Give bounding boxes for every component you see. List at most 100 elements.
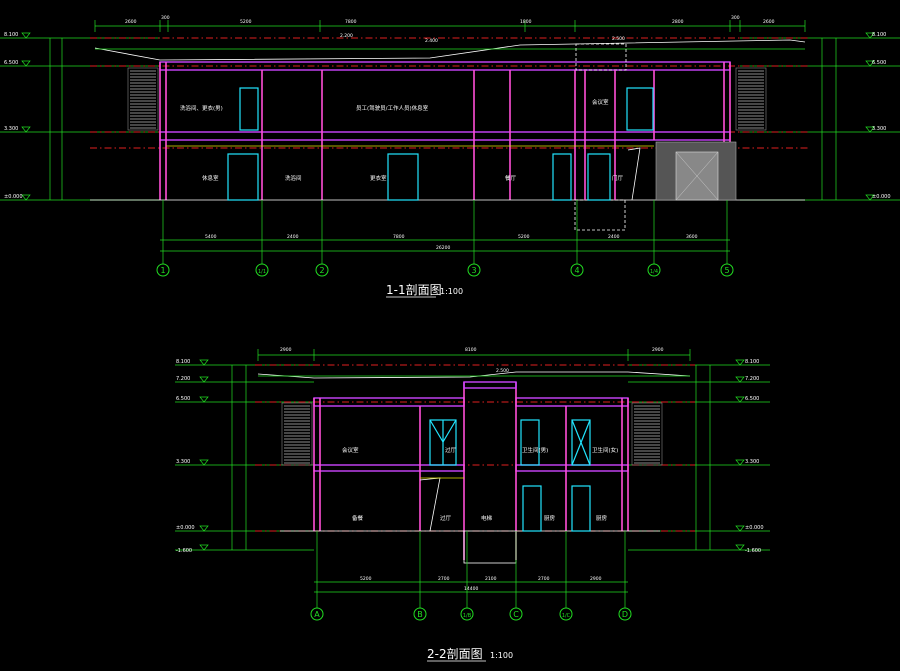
level2-right-5: ±0.000 [745,525,764,531]
grid-label-4: 3 [471,266,476,275]
level2-left-2: 7.200 [176,376,190,382]
dim-top-5: 1800 [520,19,532,25]
level-left-2: 6.500 [4,60,18,66]
level2-left-6: -1.600 [176,548,192,554]
level2-right-2: 7.200 [745,376,759,382]
level-left-1: 8.100 [4,32,18,38]
dim2-bottom-total: 14400 [464,586,478,592]
level2-right-3: 6.500 [745,396,759,402]
room-lower-3: 更衣室 [370,174,387,182]
dim-top-1: 2600 [125,19,137,25]
section-2-scale: 1:100 [490,651,513,660]
room2-3: 卫生间(男) [522,446,548,454]
louver-left-1 [127,67,159,131]
level-left-4: ±0.000 [4,194,23,200]
grid2-label-5: 1/C [562,613,571,619]
room-lower-4: 餐厅 [505,174,517,182]
grid2-label-2: B [417,610,423,619]
section-2-title-text: 2-2剖面图 [427,647,483,661]
room2-2: 过厅 [445,446,457,454]
grid2-label-3: 1/B [463,613,472,619]
level-right-3: 3.300 [872,126,886,132]
roof-profile-2: 2.500 [257,368,691,379]
dim-top-7: 300 [731,15,740,21]
doors-2 [429,419,591,532]
dim-top-4: 7800 [345,19,357,25]
dim2-bottom-2: 2700 [438,576,450,582]
room2-8: 厨房 [544,514,556,522]
louver-right-1 [735,67,767,131]
dim-bottom-total: 26200 [436,245,450,251]
section-1-scale: 1:100 [440,287,463,296]
grid-label-3: 2 [319,266,324,275]
section-1-title-text: 1-1剖面图 [386,283,442,297]
dim-bottom-4: 5200 [518,234,530,240]
grid-label-7: 5 [724,266,729,275]
room2-7: 电梯 [481,514,493,522]
dim2-top-1: 2900 [280,347,292,353]
right-level-markers-2: 8.100 7.200 6.500 3.300 ±0.000 -1.600 [628,359,770,554]
dim-top-3: 5200 [240,19,252,25]
room2-9: 厨房 [596,514,608,522]
level-left-3: 3.300 [4,126,18,132]
top-dimension-chain-2: 2900 8100 2900 [257,347,691,361]
level-right-2: 6.500 [872,60,886,66]
grid-axes-1: 1 1/1 2 3 4 1/4 5 [156,200,734,277]
top-dimension-chain-1: 2600 300 5200 7800 1800 2800 300 2600 [94,15,806,32]
bottom-dimension-chain-2: 5200 2700 2100 2700 2900 14400 [314,576,628,593]
level-right-4: ±0.000 [872,194,891,200]
dim2-top-3: 2900 [652,347,664,353]
room-lower-1: 休息室 [202,174,219,182]
roof-slope-1: 2.200 [340,33,353,39]
room2-6: 过厅 [440,514,452,522]
structure-1 [90,43,805,231]
room-lower-5: 门厅 [612,174,624,182]
dim-bottom-6: 3600 [686,234,698,240]
room-upper-1: 洗浴间、更衣(男) [180,104,223,112]
level2-right-1: 8.100 [745,359,759,365]
section-1-title: 1-1剖面图 1:100 [386,283,463,298]
roof-profile-1: 2.200 2.400 2.500 [94,33,806,61]
structure-2 [280,381,660,564]
dim-bottom-3: 7800 [393,234,405,240]
section-2-title: 2-2剖面图 1:100 [427,647,513,662]
dim-top-6: 2800 [672,19,684,25]
louver-left-2 [281,402,313,466]
level2-left-3: 6.500 [176,396,190,402]
room-lower-2: 洗浴间 [285,174,302,182]
grid2-label-1: A [314,610,320,619]
room2-5: 备餐 [352,514,364,522]
dim-bottom-2: 2400 [287,234,299,240]
grid2-label-6: D [622,610,628,619]
floor-lines-2 [255,364,695,532]
room-upper-2: 员工(驾驶员/工作人员)休息室 [356,104,429,112]
room-upper-3: 会议室 [592,98,609,106]
room2-1: 会议室 [342,446,359,454]
grid-label-1: 1 [160,266,165,275]
glass-curtain-wall [655,141,737,201]
dim-bottom-1: 5400 [205,234,217,240]
dim-bottom-5: 2400 [608,234,620,240]
dim2-bottom-3: 2100 [485,576,497,582]
dim-top-8: 2600 [763,19,775,25]
room-labels-1: 洗浴间、更衣(男) 员工(驾驶员/工作人员)休息室 会议室 休息室 洗浴间 更衣… [180,98,624,182]
dim2-top-2: 8100 [465,347,477,353]
room2-4: 卫生间(女) [592,446,618,454]
level2-right-6: -1.600 [745,548,761,554]
level2-left-4: 3.300 [176,459,190,465]
level2-left-1: 8.100 [176,359,190,365]
grid-axes-2: A B 1/B C 1/C D [310,531,632,621]
grid-label-2: 1/1 [258,269,266,275]
dim2-bottom-4: 2700 [538,576,550,582]
roof-slope-2: 2.400 [425,38,438,44]
section-1-1: 2600 300 5200 7800 1800 2800 300 2600 8.… [0,15,900,298]
room-labels-2: 会议室 过厅 卫生间(男) 卫生间(女) 备餐 过厅 电梯 厨房 厨房 [342,446,618,522]
doors-1 [227,87,654,201]
roof2-slope-1: 2.500 [496,368,509,374]
grid-label-6: 1/4 [650,269,658,275]
level2-right-4: 3.300 [745,459,759,465]
section-2-2: 2900 8100 2900 8.100 7.200 6.500 3.300 ±… [175,347,770,662]
roof-slope-3: 2.500 [612,36,625,42]
dim2-bottom-1: 5200 [360,576,372,582]
